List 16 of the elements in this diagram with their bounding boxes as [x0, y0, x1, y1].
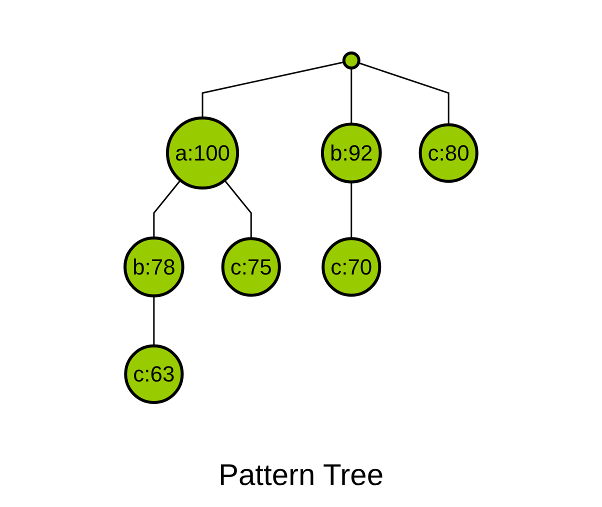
- diagram-caption: Pattern Tree: [218, 459, 384, 493]
- connector: [350, 68, 352, 124]
- node-circle: c:70: [322, 236, 382, 297]
- node-circle: a:100: [166, 116, 240, 190]
- node-circle: [342, 51, 360, 70]
- node-circle: c:63: [124, 344, 184, 404]
- node-circle: b:78: [124, 236, 184, 298]
- connector: [153, 296, 155, 346]
- connector: [358, 62, 450, 124]
- connector: [153, 180, 182, 238]
- connector: [350, 182, 352, 238]
- node-circle: b:92: [321, 122, 382, 184]
- node-circle: c:80: [418, 123, 478, 183]
- connector: [202, 61, 344, 118]
- connector: [224, 180, 252, 238]
- node-circle: c:75: [221, 236, 281, 297]
